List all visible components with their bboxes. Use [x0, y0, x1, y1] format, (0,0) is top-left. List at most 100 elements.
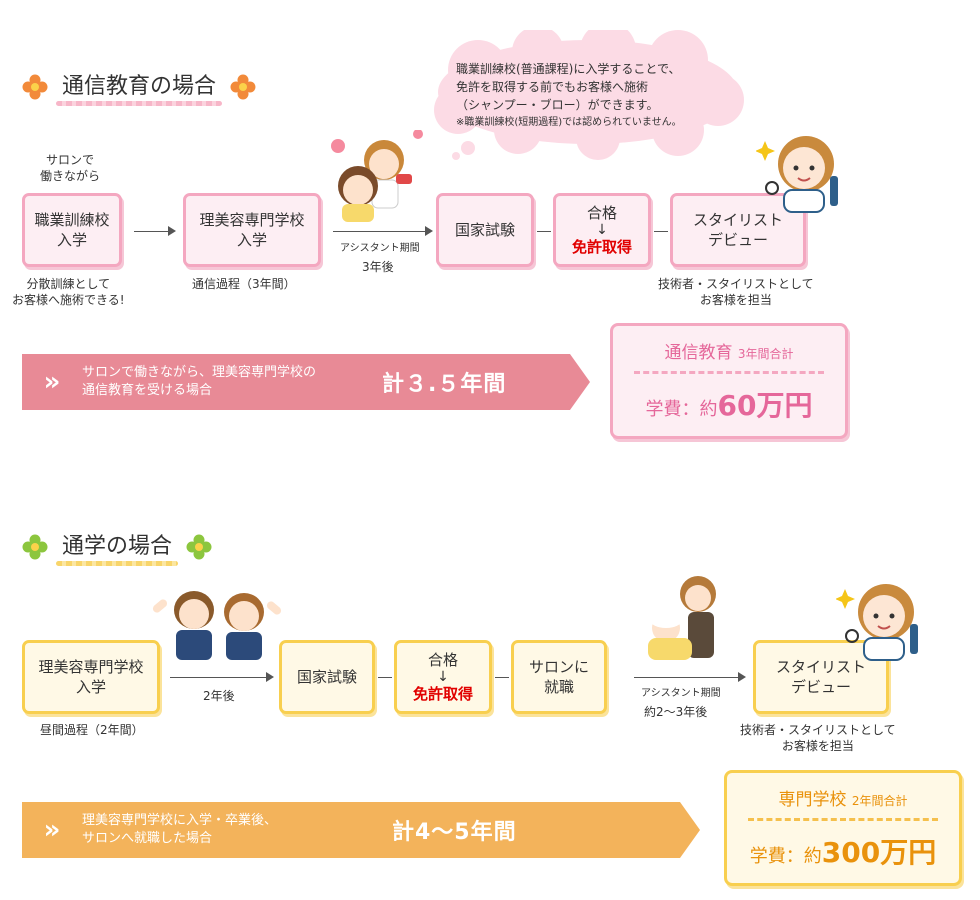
cost-period: 3年間合計 — [737, 347, 794, 361]
banner-description: サロンで働きながら、理美容専門学校の 通信教育を受ける場合 — [82, 364, 382, 400]
double-chevron-icon: » — [43, 367, 61, 397]
section1-title: 通信教育の場合 — [56, 68, 223, 106]
note-line: 技術者・スタイリストとして — [658, 277, 814, 291]
arrow-down-icon: ↓ — [437, 669, 449, 685]
step-label: デビュー — [790, 678, 851, 696]
note-line: 分散訓練として — [26, 277, 111, 291]
step-label: スタイリスト — [775, 658, 866, 676]
fee-label: 学費：約 — [645, 399, 718, 420]
dashed-divider — [748, 818, 938, 821]
note-line: サロンで — [46, 153, 95, 167]
step1-note: 昼間過程（2年間） — [40, 723, 144, 737]
stylist-illustration — [836, 584, 918, 661]
assistant-period-duration: 約2～3年後 — [644, 705, 708, 719]
note-line: 働きながら — [40, 169, 101, 183]
dashed-divider — [634, 371, 824, 374]
step-beauty-school: 理美容専門学校 入学 — [22, 640, 160, 714]
bubble-line: （シャンプー・ブロー）ができます。 — [456, 98, 659, 112]
note-line: 技術者・スタイリストとして — [740, 723, 896, 737]
cost-fee: 学費：約300万円 — [727, 831, 959, 871]
gap-duration: 2年後 — [203, 689, 235, 703]
step-label: 就職 — [543, 678, 574, 696]
step-national-exam: 国家試験 — [436, 193, 534, 267]
step-label: 合格 — [586, 204, 617, 222]
assistant-period-label: アシスタント期間 — [641, 688, 721, 699]
step-beauty-school: 理美容専門学校 入学 — [183, 193, 321, 267]
green-flower-icon — [22, 534, 48, 560]
cost-panel: 通信教育 3年間合計 学費：約60万円 — [610, 323, 848, 439]
step-label: 理美容専門学校 — [38, 658, 144, 676]
students-illustration — [152, 591, 282, 660]
bubble-line: 免許を取得する前でもお客様へ施術 — [456, 80, 649, 94]
orange-flower-icon — [230, 74, 256, 100]
connector-line — [170, 677, 268, 678]
arrow-down-icon: ↓ — [596, 222, 608, 238]
step-label: 入学 — [75, 678, 106, 696]
step-label: 職業訓練校 — [34, 211, 110, 229]
stylist-illustration — [756, 136, 838, 213]
step-label: スタイリスト — [692, 211, 783, 229]
bubble-line: 職業訓練校(普通課程)に入学することで、 — [456, 62, 681, 76]
salon-working-note: サロンで 働きながら — [40, 152, 100, 184]
total-duration: 計4～5年間 — [392, 820, 517, 845]
speech-bubble: 職業訓練校(普通課程)に入学することで、 免許を取得する前でもお客様へ施術 （シ… — [428, 30, 748, 160]
cloud-shape — [434, 30, 744, 160]
note-line: お客様を担当 — [781, 739, 854, 753]
connector-line — [495, 677, 509, 678]
assistant-period-duration: 3年後 — [362, 260, 394, 274]
bubble-text: 職業訓練校(普通課程)に入学することで、 免許を取得する前でもお客様へ施術 （シ… — [456, 60, 682, 132]
duration-banner: » 理美容専門学校に入学・卒業後、 サロンへ就職した場合 計4～5年間 — [22, 802, 700, 858]
fee-label: 学費：約 — [749, 846, 822, 867]
connector-line — [333, 231, 427, 232]
arrow-right-icon — [738, 672, 746, 682]
connector-line — [634, 677, 740, 678]
banner-description: 理美容専門学校に入学・卒業後、 サロンへ就職した場合 — [82, 812, 382, 848]
note-line: お客様へ施術できる! — [12, 293, 125, 307]
connector-line — [654, 231, 668, 232]
license-label: 免許取得 — [412, 685, 473, 703]
fee-value: 300万円 — [821, 836, 937, 869]
step-label: 国家試験 — [296, 668, 357, 686]
cost-title: 専門学校 — [778, 790, 847, 810]
step-label: 理美容専門学校 — [199, 211, 305, 229]
desc-line: サロンで働きながら、理美容専門学校の — [82, 365, 317, 380]
step-label: デビュー — [707, 231, 768, 249]
note-line: お客様を担当 — [699, 293, 772, 307]
connector-line — [378, 677, 392, 678]
arrow-right-icon — [425, 226, 433, 236]
step-label: サロンに — [528, 658, 589, 676]
cost-fee: 学費：約60万円 — [613, 384, 845, 424]
section1-heading: 通信教育の場合 — [22, 68, 256, 106]
cost-head: 通信教育 3年間合計 — [613, 338, 845, 363]
step5-note: 技術者・スタイリストとして お客様を担当 — [658, 276, 814, 308]
step2-note: 通信過程（3年間） — [192, 277, 296, 291]
step5-note: 技術者・スタイリストとして お客様を担当 — [740, 722, 896, 754]
section2-heading: 通学の場合 — [22, 528, 212, 566]
desc-line: 理美容専門学校に入学・卒業後、 — [82, 813, 278, 828]
bubble-note: ※職業訓練校(短期過程)では認められていません。 — [456, 117, 682, 128]
step-vocational-school: 職業訓練校 入学 — [22, 193, 122, 267]
salon-illustration — [648, 576, 716, 660]
desc-line: 通信教育を受ける場合 — [82, 383, 213, 398]
step-national-exam: 国家試験 — [279, 640, 375, 714]
banner-arrow-tip — [570, 354, 590, 410]
cost-head: 専門学校 2年間合計 — [727, 785, 959, 810]
fee-value: 60万円 — [717, 389, 813, 422]
cost-title: 通信教育 — [664, 343, 733, 363]
connector-line — [134, 231, 170, 232]
duration-banner: » サロンで働きながら、理美容専門学校の 通信教育を受ける場合 計３.５年間 — [22, 354, 590, 410]
desc-line: サロンへ就職した場合 — [82, 831, 213, 846]
arrow-right-icon — [266, 672, 274, 682]
step-label: 国家試験 — [454, 221, 515, 239]
orange-flower-icon — [22, 74, 48, 100]
step-label: 入学 — [56, 231, 87, 249]
section2-title: 通学の場合 — [56, 528, 179, 566]
total-duration: 計３.５年間 — [382, 372, 507, 397]
cost-period: 2年間合計 — [851, 794, 908, 808]
cost-panel: 専門学校 2年間合計 学費：約300万円 — [724, 770, 962, 886]
assistant-period-label: アシスタント期間 — [340, 243, 420, 254]
green-flower-icon — [186, 534, 212, 560]
banner-arrow-tip — [680, 802, 700, 858]
step-pass-license: 合格 ↓ 免許取得 — [394, 640, 492, 714]
step-pass-license: 合格 ↓ 免許取得 — [553, 193, 651, 267]
